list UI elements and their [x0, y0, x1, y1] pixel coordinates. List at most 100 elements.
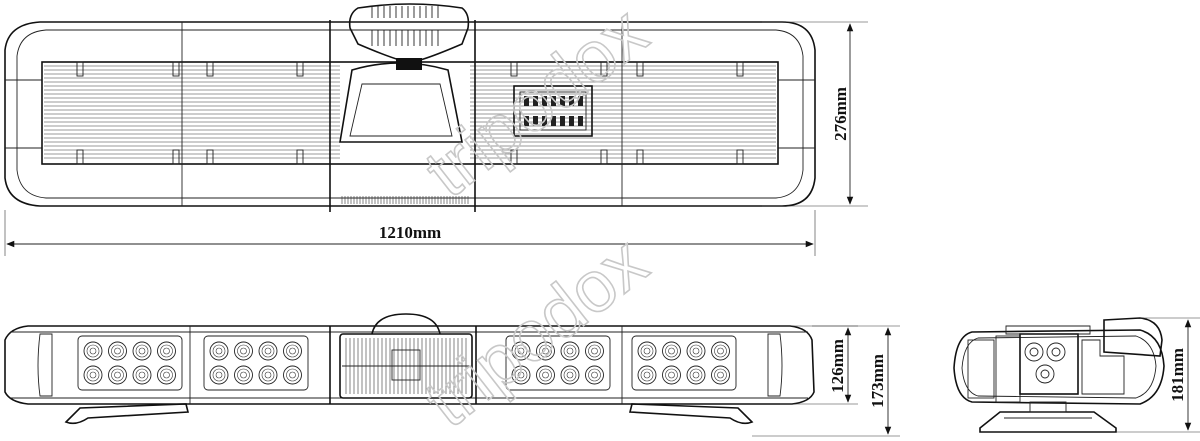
front-led-ring	[261, 344, 275, 358]
side-led	[1029, 347, 1039, 357]
top-width-dimension: 1210mm	[4, 210, 816, 256]
control-tooth	[569, 116, 574, 126]
bracket-clip	[296, 149, 304, 165]
control-tooth	[560, 96, 565, 106]
top-speaker-inner	[349, 83, 453, 137]
front-led-outer	[157, 365, 176, 385]
front-led-ring	[539, 344, 552, 358]
front-led-outer	[511, 365, 531, 385]
front-led-core	[215, 371, 223, 379]
front-led-core	[542, 371, 549, 379]
front-led-ring	[160, 344, 173, 358]
front-led-ring	[563, 344, 577, 358]
front-led-outer	[662, 365, 681, 385]
front-led-core	[114, 371, 121, 379]
front-led-outer	[711, 341, 730, 361]
front-led-outer	[234, 341, 253, 361]
front-led-ring	[563, 368, 577, 382]
side-led	[1024, 342, 1044, 362]
front-led-ring	[689, 368, 703, 382]
front-body-height-dimension: 126mm	[780, 325, 858, 405]
front-right-endcap	[767, 333, 783, 397]
front-led-outer	[258, 365, 278, 385]
front-total-height-label: 173mm	[868, 354, 887, 408]
front-led-ring	[640, 368, 654, 382]
front-led-core	[240, 347, 247, 355]
front-led-ring	[665, 368, 678, 382]
front-led-ring	[714, 368, 727, 382]
bracket-clip	[206, 61, 214, 77]
side-top-lip	[1005, 325, 1091, 335]
bracket-clip	[76, 149, 84, 165]
front-speaker-grille-lines	[342, 338, 470, 394]
side-led	[1046, 342, 1066, 362]
side-mount-stem	[1029, 401, 1067, 413]
front-led-outer	[637, 341, 657, 361]
side-led	[1040, 369, 1050, 379]
front-led-core	[717, 371, 724, 379]
front-led-core	[591, 371, 598, 379]
front-led-ring	[237, 368, 250, 382]
front-led-core	[591, 347, 598, 355]
front-led-ring	[689, 344, 703, 358]
control-tooth	[533, 116, 538, 126]
front-led-ring	[640, 344, 654, 358]
front-center-dome	[371, 313, 441, 335]
front-led-ring	[86, 344, 100, 358]
control-tooth	[542, 96, 547, 106]
front-led-core	[566, 371, 574, 379]
front-led-ring	[135, 368, 149, 382]
bracket-clip	[636, 149, 644, 165]
front-led-core	[566, 347, 574, 355]
bracket-clip	[510, 61, 518, 77]
front-led-outer	[585, 341, 604, 361]
front-led-outer	[560, 341, 580, 361]
front-led-array	[83, 341, 730, 385]
top-siren-neck	[396, 58, 422, 70]
front-led-core	[114, 347, 121, 355]
front-led-frame	[505, 335, 611, 391]
front-led-core	[517, 371, 525, 379]
front-led-ring	[261, 368, 275, 382]
front-led-core	[542, 347, 549, 355]
front-led-frame	[203, 335, 309, 391]
front-led-outer	[157, 341, 176, 361]
front-led-core	[517, 347, 525, 355]
side-height-dimension: 181mm	[1116, 317, 1200, 433]
front-led-core	[264, 347, 272, 355]
side-rear-bracket	[1081, 339, 1125, 395]
top-siren-fins	[371, 6, 439, 46]
watermark-bottom: tripodox	[411, 222, 662, 441]
side-led	[1051, 347, 1061, 357]
front-body-height-label: 126mm	[828, 339, 847, 393]
front-led-outer	[536, 365, 555, 385]
bracket-clip	[636, 61, 644, 77]
front-led-core	[138, 371, 146, 379]
front-led-ring	[514, 368, 528, 382]
front-led-outer	[711, 365, 730, 385]
front-led-core	[264, 371, 272, 379]
front-led-core	[215, 347, 223, 355]
front-led-outer	[637, 365, 657, 385]
control-tooth	[578, 116, 583, 126]
front-led-outer	[283, 365, 302, 385]
control-tooth	[524, 96, 529, 106]
top-lens-stripes	[44, 65, 776, 159]
front-led-ring	[286, 344, 299, 358]
control-tooth	[533, 96, 538, 106]
bracket-clip	[76, 61, 84, 77]
front-right-foot	[628, 403, 754, 425]
front-led-core	[289, 347, 296, 355]
front-led-core	[717, 347, 724, 355]
front-led-core	[138, 347, 146, 355]
front-led-outer	[234, 365, 253, 385]
top-brackets	[76, 61, 744, 165]
control-tooth	[542, 116, 547, 126]
front-led-outer	[536, 341, 555, 361]
side-mount-foot	[979, 411, 1117, 433]
front-total-height-dimension: 173mm	[752, 325, 900, 437]
front-led-outer	[209, 365, 229, 385]
front-outer-body	[4, 325, 815, 405]
front-left-foot	[64, 403, 190, 425]
bracket-clip	[736, 61, 744, 77]
